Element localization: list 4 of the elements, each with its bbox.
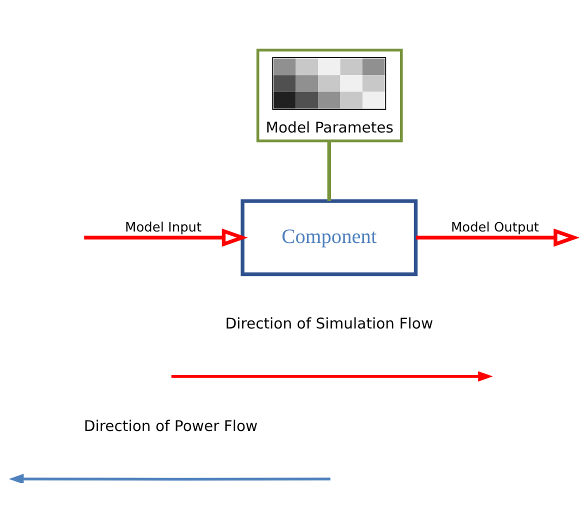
edge-label: Model Output xyxy=(450,220,539,236)
edge-label: Model Input xyxy=(125,220,202,236)
label: Direction of Simulation Flow xyxy=(225,316,434,333)
label: Direction of Power Flow xyxy=(84,418,258,436)
